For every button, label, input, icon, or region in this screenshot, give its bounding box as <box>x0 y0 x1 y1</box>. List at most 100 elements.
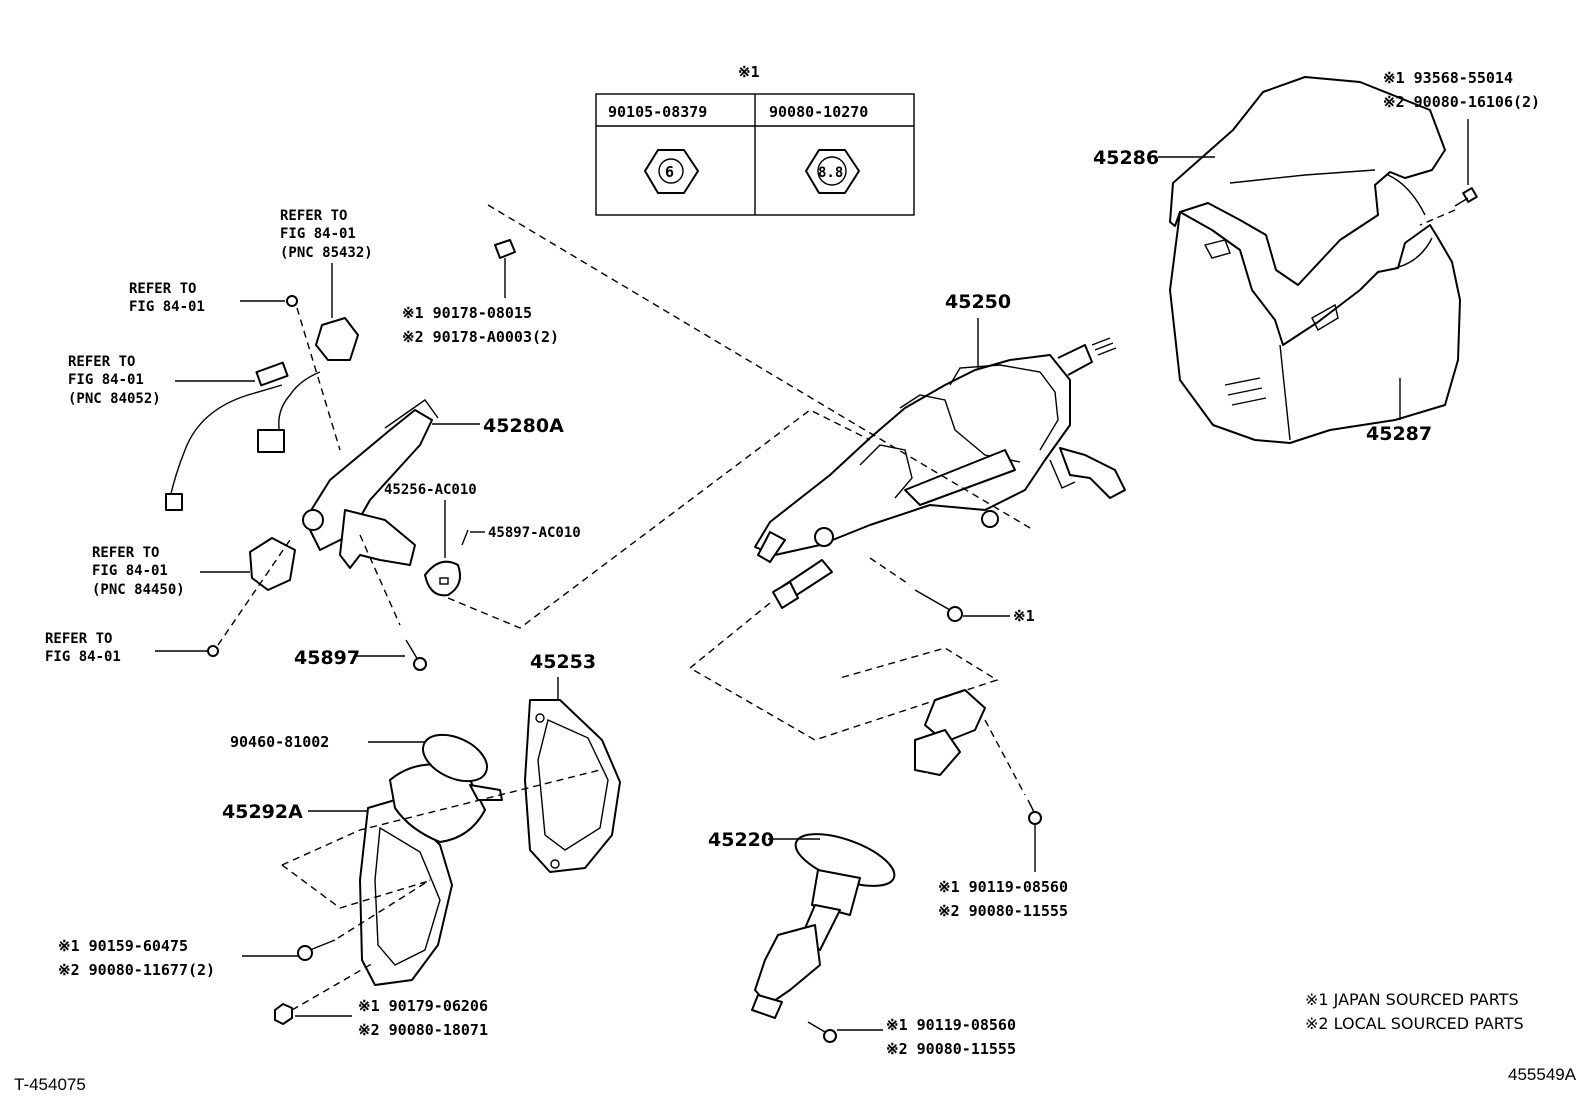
screw-dash-line <box>296 307 341 451</box>
ref-84052-line1: REFER TO <box>68 354 135 370</box>
column-bolt-icon <box>914 589 963 622</box>
bolt-b-label-2: ※2 90080-11555 <box>886 1040 1016 1058</box>
assembly-dash-line <box>487 204 1031 529</box>
part-label-45256: 45256-AC010 <box>384 482 477 498</box>
assembly-dash-line <box>281 769 601 866</box>
shaft-spline-end <box>772 581 799 609</box>
column-pivot <box>981 510 999 528</box>
ref-84052: REFER TO FIG 84-01 (PNC 84052) <box>68 354 161 407</box>
ref-84052-line2: FIG 84-01 <box>68 372 144 388</box>
table-mark: ※1 <box>738 63 760 81</box>
tilt-lever-edge <box>1049 459 1076 489</box>
bolt-dash-line <box>359 534 401 626</box>
ref-bottom-line1: REFER TO <box>45 631 112 647</box>
part-label-45220: 45220 <box>708 829 774 851</box>
legend-local-sourced: ※2 LOCAL SOURCED PARTS <box>1305 1014 1524 1033</box>
ref-screw-bottom: REFER TO FIG 84-01 <box>45 631 121 665</box>
nut-dash-line <box>291 961 376 1011</box>
ref-screw-top: REFER TO FIG 84-01 <box>129 281 205 315</box>
upper-column-cover <box>1169 76 1446 286</box>
hex-bolt-circle <box>658 158 684 184</box>
switch-wire <box>278 371 321 436</box>
lock-bracket <box>339 509 416 569</box>
column-shaft-end <box>1057 344 1093 376</box>
part-label-45897: 45897 <box>294 647 360 669</box>
lock-tube-end <box>384 399 439 429</box>
bolt-dash-line <box>984 719 1026 796</box>
intermediate-shaft-45220 <box>751 689 986 1019</box>
nut-icon <box>274 1003 293 1025</box>
nut-label-2: ※2 90080-18071 <box>358 1021 488 1039</box>
ref-85432-line3: (PNC 85432) <box>280 245 373 261</box>
screw-top-label-2: ※2 90080-16106(2) <box>1383 93 1540 111</box>
clip-label-1: ※1 90178-08015 <box>402 304 532 322</box>
hex-bolt-circle <box>817 156 847 186</box>
hex-bolt-head-8-8-icon <box>805 149 860 194</box>
screw-icon <box>207 645 219 657</box>
ref-84450-line1: REFER TO <box>92 545 159 561</box>
ignition-socket <box>302 509 324 531</box>
steering-lock-housing <box>165 295 439 657</box>
wire-connector <box>257 429 285 453</box>
ref-84450: REFER TO FIG 84-01 (PNC 84450) <box>92 545 185 598</box>
key-light-wire <box>169 384 283 499</box>
boot-seal-45292a <box>359 733 503 986</box>
assembly-dash-line <box>447 409 871 629</box>
ref-84450-line2: FIG 84-01 <box>92 563 168 579</box>
table-col1-grade: 6 <box>665 163 674 181</box>
bolt-dash-line <box>869 557 911 586</box>
small-screw-icon <box>461 529 469 546</box>
lock-housing-45280a <box>304 409 433 551</box>
key-light <box>255 361 289 387</box>
cover-clip <box>1203 239 1231 259</box>
table-col2-grade: 8.8 <box>818 165 843 181</box>
ref-85432-line1: REFER TO <box>280 208 347 224</box>
part-label-45292a: 45292A <box>222 801 303 823</box>
part-label-45280a: 45280A <box>483 415 564 437</box>
column-bracket <box>859 444 913 499</box>
part-label-45287: 45287 <box>1366 423 1432 445</box>
ref-84052-line3: (PNC 84052) <box>68 391 161 407</box>
ref-screw-line1: REFER TO <box>129 281 196 297</box>
bolt-45897-icon <box>405 639 427 671</box>
footer-illustration-id: 455549A <box>1508 1065 1577 1084</box>
bolt-c-icon <box>297 939 336 961</box>
cover-ribs <box>1224 377 1267 406</box>
bolt-c-label-2: ※2 90080-11677(2) <box>58 961 215 979</box>
column-plate <box>904 449 1016 506</box>
part-label-45253: 45253 <box>530 651 596 673</box>
switch-connector <box>315 317 359 361</box>
wire-plug <box>165 493 183 511</box>
screw-dash-line <box>1419 209 1456 226</box>
column-bracket <box>949 364 1059 451</box>
bolt-a-label-2: ※2 90080-11555 <box>938 902 1068 920</box>
ignition-switch <box>249 537 296 591</box>
lock-cap-45256 <box>424 560 461 597</box>
footer-figure-id: T-454075 <box>14 1075 86 1094</box>
clip-icon <box>494 239 516 259</box>
ref-84450-line3: (PNC 84450) <box>92 582 185 598</box>
nut-label-1: ※1 90179-06206 <box>358 997 488 1015</box>
hole-cover-45253 <box>524 699 621 873</box>
cover-notch <box>1387 174 1426 216</box>
hex-bolt-head-6-icon <box>644 149 699 194</box>
part-label-90460: 90460-81002 <box>230 733 329 751</box>
table-col2-part: 90080-10270 <box>769 103 868 121</box>
bolt-mark-label: ※1 <box>1013 607 1035 625</box>
table-col1-part: 90105-08379 <box>608 103 707 121</box>
bolt-c-label-1: ※1 90159-60475 <box>58 937 188 955</box>
screw-top-label-1: ※1 93568-55014 <box>1383 69 1513 87</box>
assembly-dash-line <box>281 864 433 909</box>
cover-notch <box>1394 237 1433 269</box>
column-bracket-tab <box>757 531 786 563</box>
assembly-dash-line <box>688 602 999 741</box>
ref-85432: REFER TO FIG 84-01 (PNC 85432) <box>280 208 373 261</box>
screw-icon <box>286 295 298 307</box>
bolt-b-icon <box>807 1021 837 1043</box>
lower-column-cover <box>1169 211 1461 444</box>
legend-japan-sourced: ※1 JAPAN SOURCED PARTS <box>1305 990 1519 1009</box>
fastener-table: ※1 90105-08379 90080-10270 6 8.8 <box>595 63 915 216</box>
part-label-45286: 45286 <box>1093 147 1159 169</box>
bolt-a-label-1: ※1 90119-08560 <box>938 878 1068 896</box>
